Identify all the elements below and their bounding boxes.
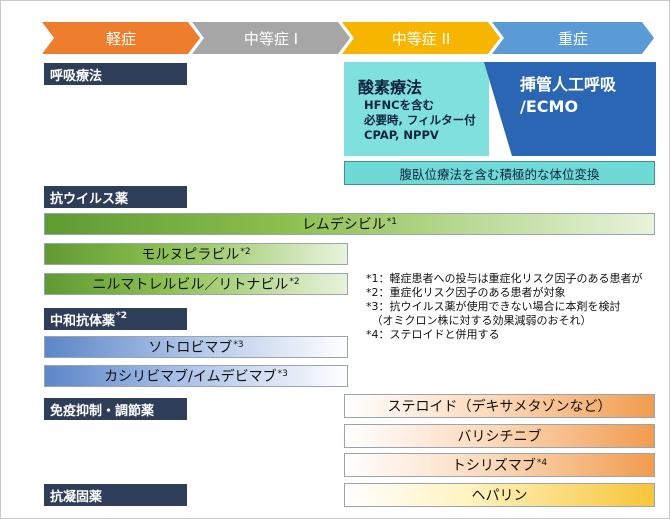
bar-heparin-label: ヘパリン bbox=[471, 488, 528, 504]
bar-casirivimab-label: カシリビマブ/イムデビマブ bbox=[104, 369, 277, 385]
category-immune-label: 免疫抑制・調節薬 bbox=[50, 403, 155, 419]
prone-positioning-label: 腹臥位療法を含む積極的な体位変換 bbox=[399, 166, 600, 182]
chevron-shape-icon bbox=[342, 22, 500, 54]
chevron-shape-icon bbox=[192, 22, 350, 54]
oxygen-therapy-line: 必要時, フィルター付 bbox=[364, 113, 476, 127]
bar-tocilizumab: トシリズマブ*4 bbox=[344, 453, 655, 477]
category-antibody-label: 中和抗体薬 bbox=[50, 313, 116, 329]
category-anticoag-label: 抗凝固薬 bbox=[50, 489, 103, 505]
bar-casirivimab-note: *3 bbox=[277, 369, 288, 379]
bar-steroid-label: ステロイド（デキサメタゾンなど） bbox=[387, 399, 612, 415]
severity-moderate-1-label: 中等症 I bbox=[243, 29, 299, 48]
ventilation-box bbox=[484, 62, 656, 156]
bar-remdesivir-label: レムデシビル bbox=[302, 217, 386, 233]
bar-sotrovimab: ソトロビマブ*3 bbox=[44, 336, 348, 358]
footnote: *2：重症化リスク因子のある患者が対象 bbox=[366, 286, 566, 299]
oxygen-therapy-box: 酸素療法 HFNCを含む 必要時, フィルター付 CPAP, NPPV bbox=[344, 62, 489, 156]
bar-nirmatrelvir-label: ニルマトレルビル／リトナビル bbox=[92, 277, 289, 293]
bar-sotrovimab-label: ソトロビマブ bbox=[148, 340, 233, 356]
category-antiviral: 抗ウイルス薬 bbox=[44, 186, 187, 208]
severity-severe: 重症 bbox=[492, 22, 654, 54]
bar-casirivimab: カシリビマブ/イムデビマブ*3 bbox=[44, 365, 348, 387]
bar-molnupiravir-note: *2 bbox=[240, 247, 251, 257]
chevron-shape-icon bbox=[492, 22, 654, 54]
bar-nirmatrelvir: ニルマトレルビル／リトナビル*2 bbox=[44, 273, 348, 295]
footnote: *1：軽症患者への投与は重症化リスク因子のある患者が bbox=[366, 272, 643, 285]
bar-steroid: ステロイド（デキサメタゾンなど） bbox=[344, 394, 655, 418]
category-respiratory-label: 呼吸療法 bbox=[50, 68, 103, 84]
category-antibody-note: *2 bbox=[116, 311, 127, 321]
chevron-shape-icon bbox=[42, 22, 200, 54]
severity-moderate-2: 中等症 II bbox=[342, 22, 500, 54]
severity-mild: 軽症 bbox=[42, 22, 200, 54]
footnote: *4：ステロイドと併用する bbox=[366, 328, 500, 341]
footnotes: *1：軽症患者への投与は重症化リスク因子のある患者が *2：重症化リスク因子のあ… bbox=[366, 272, 643, 342]
bar-molnupiravir: モルヌピラビル*2 bbox=[44, 243, 348, 265]
category-antiviral-label: 抗ウイルス薬 bbox=[50, 191, 129, 207]
footnote: *3：抗ウイルス薬が使用できない場合に本剤を検討 bbox=[366, 300, 621, 313]
oxygen-therapy-title: 酸素療法 bbox=[358, 78, 423, 97]
severity-severe-label: 重症 bbox=[557, 29, 588, 48]
oxygen-therapy-line: HFNCを含む bbox=[364, 98, 435, 112]
footnote: （オミクロン株に対する効果減弱のおそれ） bbox=[366, 314, 592, 327]
bar-baricitinib: バリシチニブ bbox=[344, 424, 655, 448]
prone-positioning-bar: 腹臥位療法を含む積極的な体位変換 bbox=[344, 161, 655, 185]
ventilation-line-1: 挿管人工呼吸 bbox=[520, 75, 617, 94]
bar-sotrovimab-note: *3 bbox=[233, 340, 244, 350]
bar-tocilizumab-note: *4 bbox=[536, 458, 548, 468]
bar-molnupiravir-label: モルヌピラビル bbox=[141, 247, 240, 263]
oxygen-therapy-line: CPAP, NPPV bbox=[364, 128, 439, 142]
severity-moderate-2-label: 中等症 II bbox=[391, 29, 451, 48]
ventilation-line-2: /ECMO bbox=[520, 97, 579, 116]
category-anticoag: 抗凝固薬 bbox=[44, 484, 187, 506]
category-respiratory: 呼吸療法 bbox=[44, 63, 187, 85]
bar-tocilizumab-label: トシリズマブ bbox=[451, 458, 536, 474]
bar-nirmatrelvir-note: *2 bbox=[289, 277, 300, 287]
bar-remdesivir-note: *1 bbox=[386, 217, 397, 227]
severity-moderate-1: 中等症 I bbox=[192, 22, 350, 54]
ventilation-text: 挿管人工呼吸 /ECMO bbox=[520, 74, 616, 118]
category-antibody: 中和抗体薬*2 bbox=[44, 308, 187, 330]
bar-remdesivir: レムデシビル*1 bbox=[44, 213, 655, 235]
bar-heparin: ヘパリン bbox=[344, 483, 655, 507]
category-immune: 免疫抑制・調節薬 bbox=[44, 398, 187, 420]
severity-mild-label: 軽症 bbox=[105, 29, 136, 48]
bar-baricitinib-label: バリシチニブ bbox=[457, 429, 542, 445]
